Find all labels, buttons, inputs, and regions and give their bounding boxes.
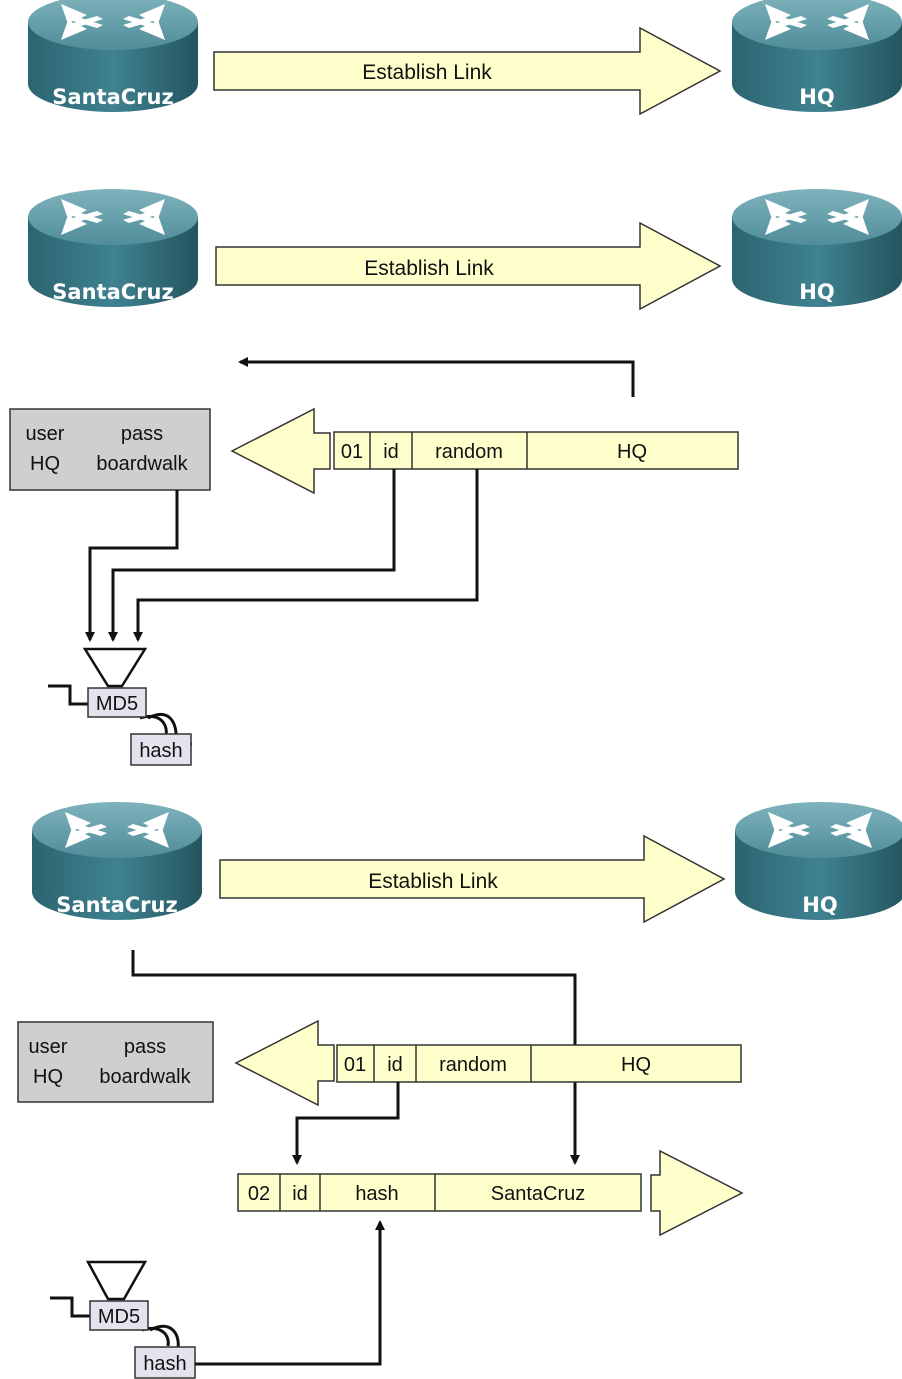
router-hq-1: HQ bbox=[732, 0, 902, 112]
packet-field-random: random bbox=[439, 1054, 507, 1076]
cred-user-header: user bbox=[26, 423, 65, 445]
credentials-box: user pass HQ boardwalk bbox=[17, 1021, 214, 1103]
panel-1: SantaCruz HQ Establish Link bbox=[28, 0, 902, 116]
cred-pass-header: pass bbox=[121, 423, 163, 445]
challenge-return-line bbox=[238, 357, 635, 397]
random-line bbox=[133, 469, 479, 642]
packet-field-name: SantaCruz bbox=[491, 1183, 586, 1205]
md5-output-line-inner bbox=[139, 715, 168, 737]
packet-field-id: id bbox=[387, 1054, 403, 1076]
hash-box: hash bbox=[130, 733, 192, 766]
arrow-label: Establish Link bbox=[364, 257, 494, 280]
md5-input-line bbox=[50, 1296, 90, 1318]
arrow-left bbox=[234, 1019, 335, 1107]
router-santacruz-2: SantaCruz bbox=[28, 189, 198, 307]
cred-pass-value: boardwalk bbox=[99, 1066, 191, 1088]
md5-box: MD5 bbox=[87, 687, 147, 718]
md5-output-line-inner bbox=[141, 1327, 170, 1347]
router-label: SantaCruz bbox=[52, 280, 173, 304]
challenge-packet: 01 id random HQ bbox=[333, 431, 739, 470]
md5-label: MD5 bbox=[98, 1306, 140, 1328]
packet-field-name: HQ bbox=[617, 441, 647, 463]
md5-box: MD5 bbox=[89, 1300, 149, 1331]
router-label: SantaCruz bbox=[56, 893, 177, 917]
establish-link-arrow bbox=[215, 221, 722, 311]
hash-label: hash bbox=[139, 740, 182, 762]
arrow-right bbox=[650, 1149, 744, 1237]
router-label: HQ bbox=[802, 893, 837, 917]
packet-field-code: 01 bbox=[341, 441, 363, 463]
arrow-label: Establish Link bbox=[368, 870, 498, 893]
packet-field-id: id bbox=[292, 1183, 308, 1205]
panel-2: SantaCruz HQ Establish Link user pass HQ… bbox=[9, 189, 902, 766]
packet-field-hash: hash bbox=[355, 1183, 398, 1205]
arrow-left bbox=[230, 407, 331, 495]
hash-box: hash bbox=[134, 1346, 196, 1379]
cred-user-value: HQ bbox=[30, 453, 60, 475]
router-hq-2: HQ bbox=[732, 189, 902, 307]
cred-pass-header: pass bbox=[124, 1036, 166, 1058]
router-hq-3: HQ bbox=[735, 802, 902, 920]
packet-field-code: 01 bbox=[344, 1054, 366, 1076]
md5-input-line bbox=[48, 684, 88, 706]
credentials-box: user pass HQ boardwalk bbox=[9, 408, 211, 491]
router-label: HQ bbox=[799, 85, 834, 109]
establish-link-arrow bbox=[219, 834, 726, 924]
id-line bbox=[108, 469, 396, 642]
packet-field-name: HQ bbox=[621, 1054, 651, 1076]
router-label: SantaCruz bbox=[52, 85, 173, 109]
hash-line bbox=[195, 1220, 385, 1366]
packet-field-id: id bbox=[383, 441, 399, 463]
id-line bbox=[292, 1082, 400, 1165]
router-label: HQ bbox=[799, 280, 834, 304]
challenge-packet: 01 id random HQ bbox=[336, 1044, 742, 1083]
password-line bbox=[85, 490, 179, 642]
packet-field-random: random bbox=[435, 441, 503, 463]
panel-3: SantaCruz HQ Establish Link user pass HQ… bbox=[17, 802, 902, 1379]
packet-field-code: 02 bbox=[248, 1183, 270, 1205]
router-santacruz-3: SantaCruz bbox=[32, 802, 202, 920]
md5-funnel-icon bbox=[82, 647, 148, 688]
response-packet: 02 id hash SantaCruz bbox=[237, 1173, 642, 1212]
cred-user-value: HQ bbox=[33, 1066, 63, 1088]
hash-label: hash bbox=[143, 1353, 186, 1375]
md5-funnel-icon bbox=[85, 1260, 148, 1301]
router-santacruz-1: SantaCruz bbox=[28, 0, 198, 112]
establish-link-arrow bbox=[213, 26, 722, 116]
cred-user-header: user bbox=[29, 1036, 68, 1058]
cred-pass-value: boardwalk bbox=[96, 453, 188, 475]
arrow-label: Establish Link bbox=[362, 61, 492, 84]
md5-label: MD5 bbox=[96, 693, 138, 715]
